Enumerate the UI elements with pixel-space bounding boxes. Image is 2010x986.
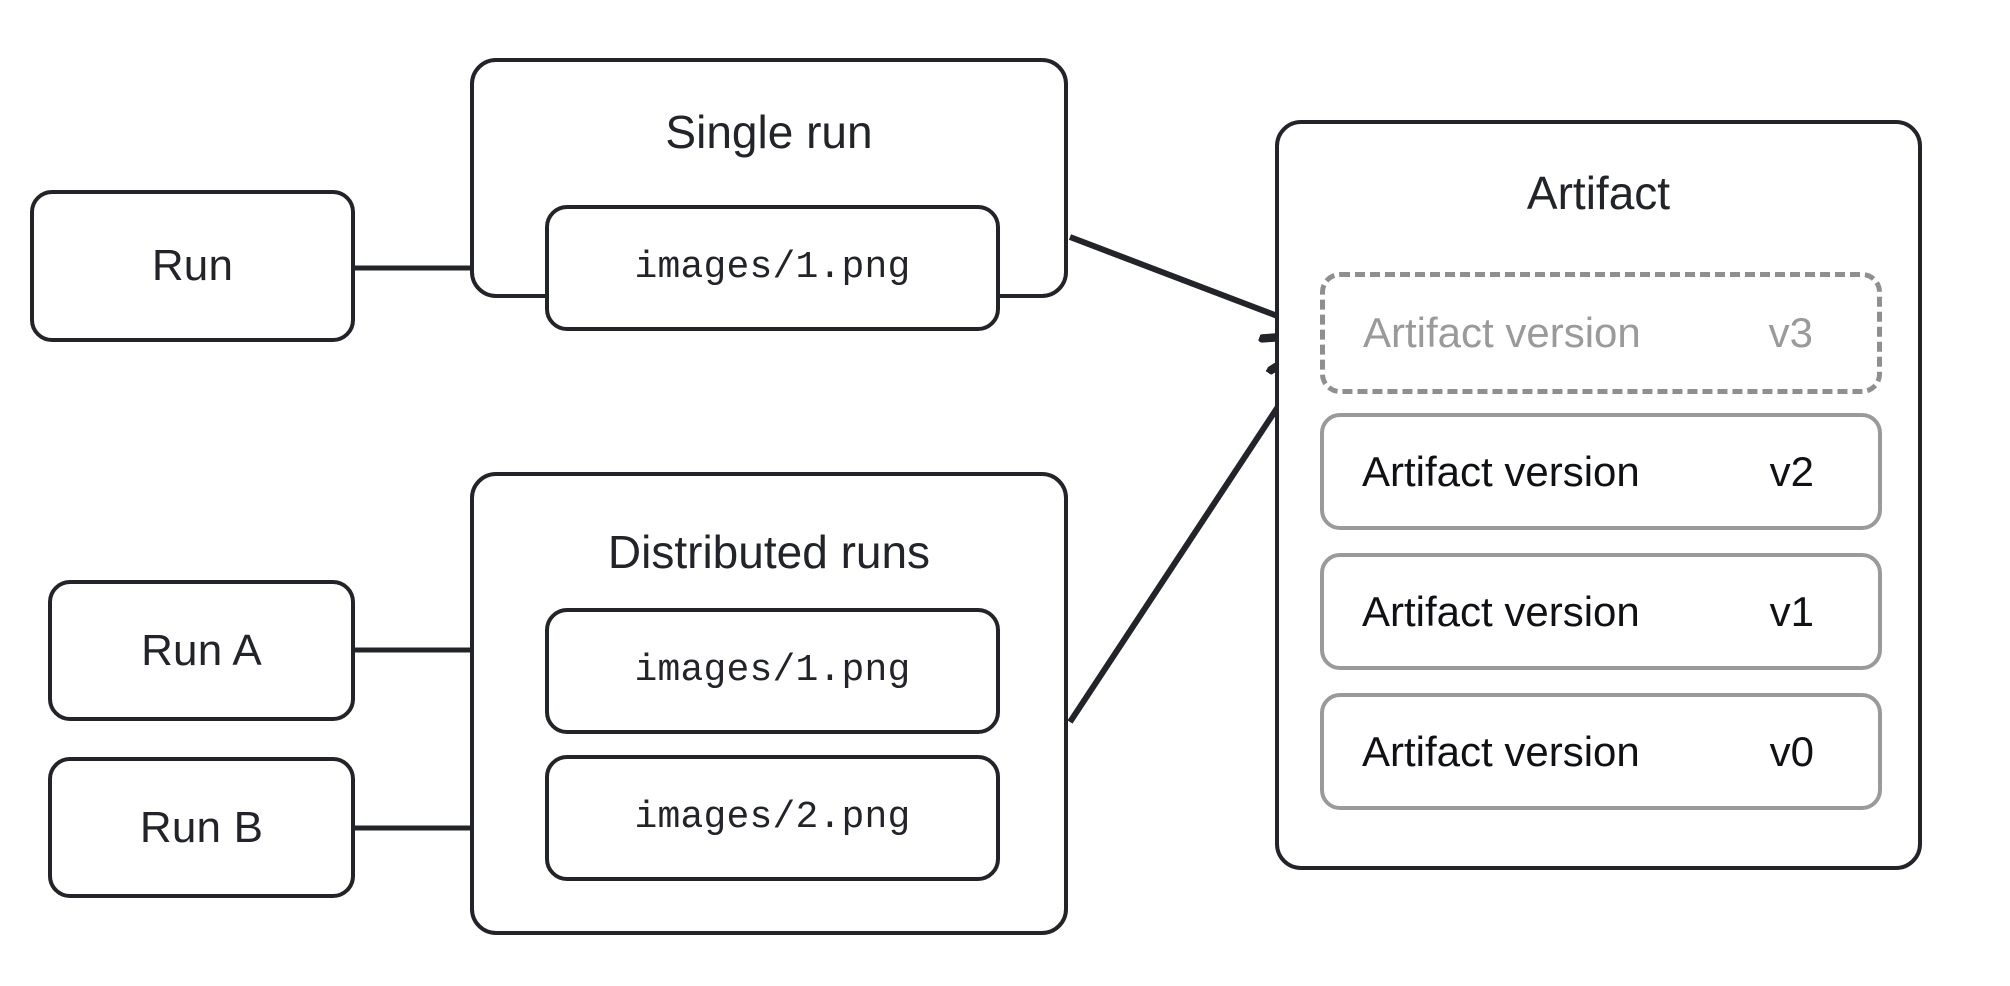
node-run-a-label: Run A [141, 625, 262, 675]
artifact-version-row-v1[interactable]: Artifact version v1 [1320, 553, 1882, 670]
node-file-images-1-png-distributed[interactable]: images/1.png [545, 608, 1000, 734]
node-run[interactable]: Run [30, 190, 355, 342]
node-run-label: Run [151, 241, 234, 290]
artifact-panel-title: Artifact [1526, 167, 1671, 219]
artifact-version-name: Artifact version [1362, 587, 1640, 635]
node-run-b-label: Run B [139, 802, 264, 852]
node-file-label: images/2.png [634, 796, 911, 839]
artifact-version-name: Artifact version [1363, 309, 1641, 356]
node-file-label: images/1.png [634, 649, 911, 692]
group-single-run-title: Single run [665, 106, 873, 158]
artifact-version-name: Artifact version [1362, 447, 1640, 495]
node-file-images-2-png-distributed[interactable]: images/2.png [545, 755, 1000, 881]
artifact-version-row-v3[interactable]: Artifact version v3 [1320, 272, 1882, 394]
node-file-images-1-png-single[interactable]: images/1.png [545, 205, 1000, 331]
group-distributed-runs-title: Distributed runs [607, 526, 931, 578]
artifact-version-row-v2[interactable]: Artifact version v2 [1320, 413, 1882, 530]
artifact-version-tag: v0 [1769, 727, 1814, 775]
node-run-b[interactable]: Run B [48, 757, 355, 898]
artifact-version-tag: v2 [1769, 447, 1814, 495]
artifact-version-tag: v1 [1769, 587, 1814, 635]
artifact-version-tag: v3 [1768, 309, 1813, 356]
node-run-a[interactable]: Run A [48, 580, 355, 721]
node-file-label: images/1.png [634, 246, 911, 289]
artifact-version-row-v0[interactable]: Artifact version v0 [1320, 693, 1882, 810]
artifact-version-name: Artifact version [1362, 727, 1640, 775]
